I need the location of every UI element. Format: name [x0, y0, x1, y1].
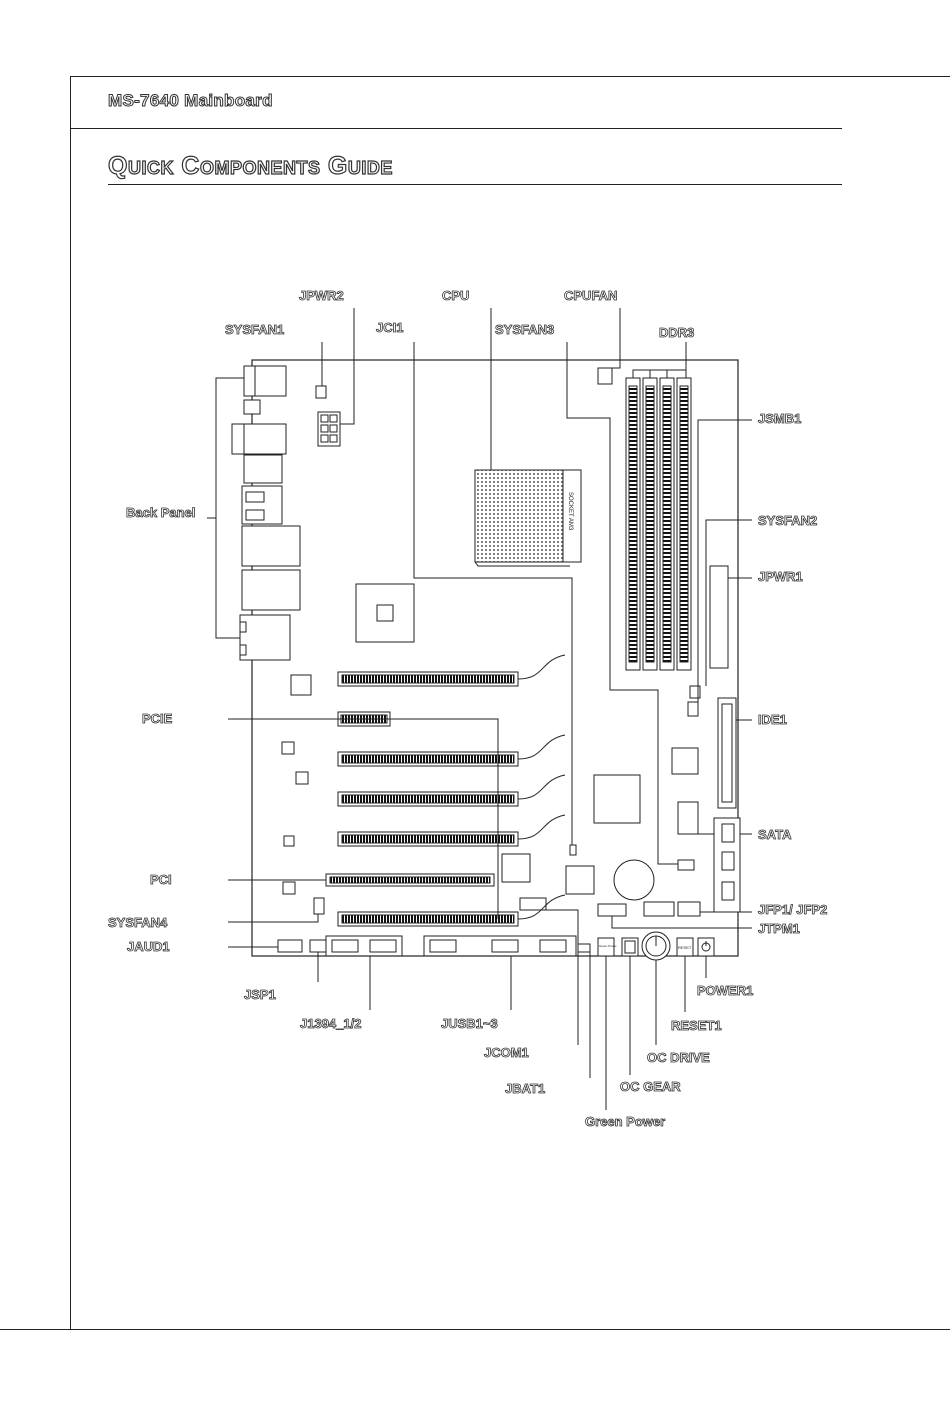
label-jusb: JUSB1~3	[441, 1016, 498, 1031]
power-button	[698, 938, 714, 956]
label-reset1: RESET1	[671, 1018, 722, 1033]
ide1-connector	[718, 698, 736, 808]
label-jci1: JCI1	[376, 320, 403, 335]
jusb-bracket	[424, 936, 576, 956]
label-jtpm1: JTPM1	[758, 921, 800, 936]
leader-pcie	[228, 719, 498, 919]
leader-jpwr2	[340, 308, 354, 424]
jbat1-header	[578, 944, 590, 952]
sysfan4-header	[314, 898, 324, 914]
label-sysfan3: SYSFAN3	[495, 322, 554, 337]
label-cpu: CPU	[442, 288, 469, 303]
sata-vertical	[678, 802, 698, 834]
jfp2-header	[678, 902, 700, 916]
audio-jack	[240, 615, 290, 660]
label-sata: SATA	[758, 827, 791, 842]
label-jcom1: JCOM1	[484, 1045, 529, 1060]
jsp1-header	[310, 940, 326, 952]
label-sysfan2: SYSFAN2	[758, 513, 817, 528]
label-jfp: JFP1/ JFP2	[758, 902, 827, 917]
northbridge	[356, 584, 414, 642]
leader-jtpm1	[612, 916, 752, 928]
reset-button-label: RESET	[678, 945, 692, 950]
socket-label: SOCKET AM3	[567, 492, 573, 531]
label-ide1: IDE1	[758, 712, 787, 727]
sysfan1-header	[316, 386, 326, 398]
label-jsp1: JSP1	[244, 987, 276, 1002]
jsmb1-header	[688, 702, 698, 716]
ps2-port	[244, 366, 286, 396]
j1394-bracket	[326, 936, 402, 956]
label-power1: POWER1	[697, 983, 753, 998]
audio-port-2	[242, 570, 300, 610]
jcom1-header	[520, 898, 546, 910]
cpufan-header	[598, 368, 612, 384]
label-oc-drive: OC DRIVE	[647, 1050, 710, 1065]
sysfan3-header	[678, 860, 694, 870]
green-button-label: Green Power	[599, 944, 617, 948]
label-jsmb1: JSMB1	[758, 411, 801, 426]
sata-connectors	[714, 818, 740, 912]
label-jpwr1: JPWR1	[758, 569, 803, 584]
debug-led	[502, 854, 530, 882]
bios-chip	[566, 866, 594, 894]
leader-jci1	[414, 342, 572, 845]
lan-port	[244, 455, 282, 483]
jpwr1-connector	[710, 566, 728, 668]
label-sysfan1: SYSFAN1	[225, 322, 284, 337]
label-cpufan: CPUFAN	[564, 288, 617, 303]
label-jpwr2: JPWR2	[299, 288, 344, 303]
audio-port-1	[242, 526, 300, 566]
label-pcie: PCIE	[142, 711, 172, 726]
southbridge	[594, 775, 640, 823]
label-jaud1: JAUD1	[127, 939, 170, 954]
jaud1-header	[278, 940, 302, 952]
io-chip	[672, 748, 698, 774]
leader-cpufan	[612, 308, 620, 368]
jtpm1-header	[598, 904, 626, 916]
label-green-power: Green Power	[585, 1114, 665, 1129]
jci1-header	[570, 845, 576, 855]
leader-jcom1	[546, 904, 578, 1045]
label-jbat1: JBAT1	[505, 1081, 545, 1096]
jfp1-header	[644, 902, 674, 916]
label-oc-gear: OC GEAR	[620, 1079, 681, 1094]
label-pci: PCI	[150, 872, 172, 887]
cmos-battery	[614, 860, 654, 900]
label-back-panel: Back Panel	[126, 505, 195, 520]
label-sysfan4: SYSFAN4	[108, 915, 167, 930]
leader-sysfan4	[228, 914, 318, 922]
label-j1394: J1394_1/2	[300, 1016, 361, 1031]
label-ddr3: DDR3	[659, 325, 694, 340]
